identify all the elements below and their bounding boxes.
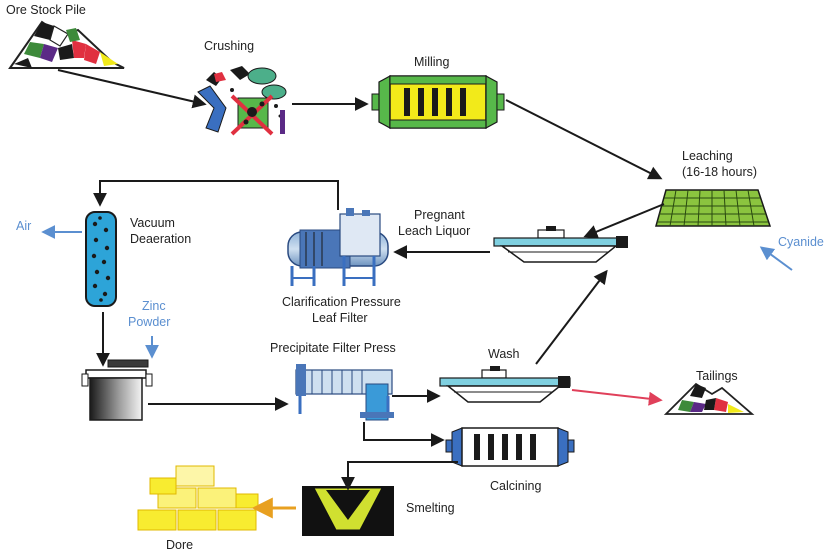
tailings-pile-icon <box>663 382 755 415</box>
label-smelting: Smelting <box>406 501 455 515</box>
arrow-cyanide-in <box>759 246 793 271</box>
wash-thickener-icon <box>439 366 571 403</box>
leach-tank-icon <box>655 189 772 227</box>
dore-bars-icon <box>137 465 259 531</box>
crusher-icon <box>197 66 287 136</box>
mill-icon <box>371 74 505 130</box>
filter-press-icon <box>295 364 394 421</box>
arrow-filter-press-to-calcining <box>363 422 445 447</box>
label-leaching: Leaching <box>682 149 733 163</box>
arrow-ore-to-crushing <box>57 69 207 109</box>
label-wash: Wash <box>488 347 520 361</box>
arrow-leaching-to-thickener <box>583 203 665 239</box>
label-crushing: Crushing <box>204 39 254 53</box>
label-deaeration: Deaeration <box>130 232 191 246</box>
thickener-icon <box>493 226 628 263</box>
arrow-wash-to-tailings <box>571 389 663 406</box>
precipitation-tank-icon <box>81 359 153 421</box>
arrow-milling-to-leaching <box>505 99 663 180</box>
label-cyanide: Cyanide <box>778 235 824 249</box>
label-calcining: Calcining <box>490 479 541 493</box>
label-zinc: Zinc <box>142 299 166 313</box>
smelting-furnace-icon <box>302 486 394 536</box>
arrow-wash-to-thickener <box>535 269 608 365</box>
label-milling: Milling <box>414 55 449 69</box>
label-vacuum: Vacuum <box>130 216 175 230</box>
ore-stock-pile-icon <box>8 20 125 69</box>
label-ore-stock-pile: Ore Stock Pile <box>6 3 86 17</box>
leaf-filter-icon <box>287 208 389 286</box>
label-air: Air <box>16 219 31 233</box>
label-precipitate-filter-press: Precipitate Filter Press <box>270 341 396 355</box>
label-leaching-duration: (16-18 hours) <box>682 165 757 179</box>
label-leaf-filter: Leaf Filter <box>312 311 368 325</box>
label-powder: Powder <box>128 315 170 329</box>
label-dore: Dore <box>166 538 193 552</box>
label-pregnant: Pregnant <box>414 208 465 222</box>
label-tailings: Tailings <box>696 369 738 383</box>
label-leach-liquor: Leach Liquor <box>398 224 470 238</box>
arrow-leaf-filter-to-vacuum <box>93 180 339 210</box>
calcining-furnace-icon <box>445 427 575 467</box>
arrow-calcining-to-smelting <box>341 461 458 491</box>
vacuum-deaeration-tower-icon <box>85 211 117 307</box>
label-clarification-pressure: Clarification Pressure <box>282 295 401 309</box>
